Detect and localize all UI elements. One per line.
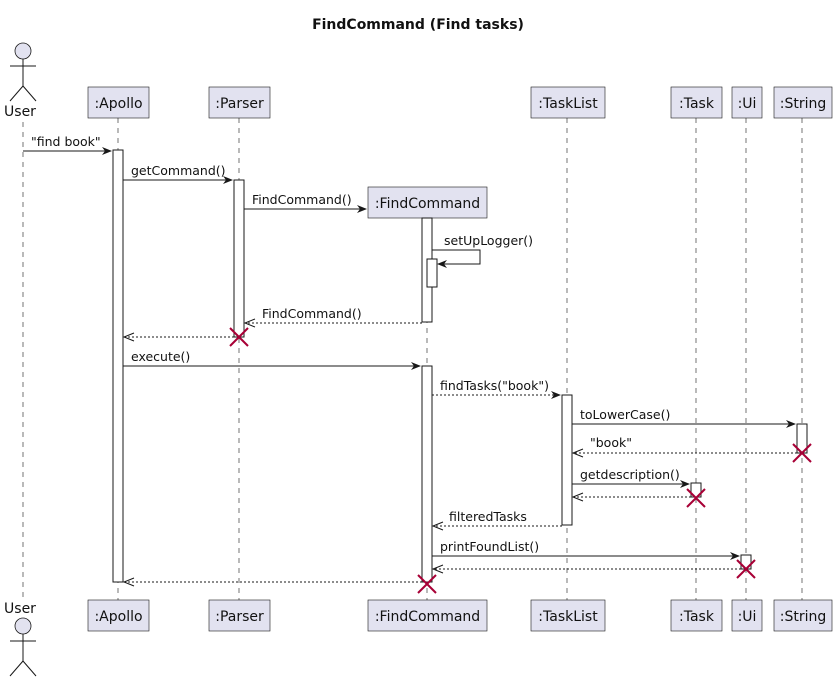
message-label: filteredTasks — [449, 509, 527, 524]
activation-findcommand-2 — [421, 365, 433, 583]
destroy-parser-icon — [229, 327, 249, 347]
arrowhead — [571, 448, 584, 458]
arrowhead — [571, 492, 584, 502]
actor-leg-left — [9, 660, 24, 677]
participant-label-string: :String — [780, 609, 827, 625]
participant-box-apollo — [87, 86, 150, 119]
actor-head — [14, 617, 32, 635]
participant-label-apollo: :Apollo — [94, 96, 142, 112]
actor-leg-right — [22, 660, 37, 677]
actor-leg-right — [22, 85, 37, 102]
arrowhead — [122, 577, 135, 587]
diagram-title: FindCommand (Find tasks) — [312, 17, 524, 33]
message-parser-return — [122, 332, 234, 342]
message-label: execute() — [131, 349, 190, 364]
message-tolowercase: toLowerCase() — [572, 407, 796, 428]
participant-box-findcommand — [367, 599, 488, 632]
actor-head — [14, 42, 32, 60]
message-label: FindCommand() — [262, 306, 362, 321]
arrowhead — [730, 552, 740, 560]
participant-label-apollo: :Apollo — [94, 609, 142, 625]
message-filteredtasks: filteredTasks — [431, 509, 562, 531]
participant-label-parser: :Parser — [215, 96, 264, 112]
participant-box-apollo — [87, 599, 150, 632]
activation-tasklist — [561, 394, 573, 526]
destroy-task-icon — [686, 488, 706, 508]
message-findcommand-create: FindCommand() — [244, 192, 367, 213]
message-getcommand: getCommand() — [123, 163, 233, 184]
participant-box-ui — [731, 599, 763, 632]
participant-label-task: :Task — [679, 96, 715, 112]
actor-user-top: User — [4, 42, 37, 120]
destroy-findcommand-icon — [417, 574, 437, 594]
messages: "find book" getCommand() FindCommand() s… — [23, 134, 797, 587]
participant-box-ui — [731, 86, 763, 119]
participant-box-task — [670, 86, 723, 119]
participant-box-tasklist — [530, 599, 606, 632]
arrowhead — [411, 362, 421, 370]
message-line — [432, 249, 481, 265]
participants-bottom: :Apollo :Parser :FindCommand :TaskList :… — [87, 599, 833, 632]
arrowhead — [431, 564, 444, 574]
message-ui-return — [431, 564, 741, 574]
participant-box-parser — [208, 599, 271, 632]
arrowhead — [431, 521, 444, 531]
message-label: toLowerCase() — [580, 407, 670, 422]
message-execute-return — [122, 577, 422, 587]
arrowhead — [122, 332, 135, 342]
message-getdescription: getdescription() — [572, 467, 690, 488]
message-task-return — [571, 492, 691, 502]
arrowhead — [551, 391, 561, 399]
participant-box-findcommand — [367, 186, 488, 219]
arrowhead — [680, 480, 690, 488]
actor-label-bottom: User — [4, 601, 36, 617]
message-findcommand-return: FindCommand() — [243, 306, 422, 328]
participant-label-tasklist: :TaskList — [538, 96, 598, 112]
activation-apollo — [112, 149, 124, 583]
actor-label-top: User — [4, 104, 36, 120]
participant-box-string — [773, 86, 833, 119]
message-printfoundlist: printFoundList() — [432, 539, 740, 560]
message-label: findTasks("book") — [440, 378, 549, 393]
arrowhead — [437, 260, 447, 268]
activation-parser — [233, 179, 245, 338]
participants-top: :Apollo :Parser :FindCommand :TaskList :… — [87, 86, 833, 219]
participant-label-tasklist: :TaskList — [538, 609, 598, 625]
participant-box-string — [773, 599, 833, 632]
message-setuplogger: setUpLogger() — [432, 233, 533, 268]
message-label: "book" — [590, 435, 632, 450]
participant-label-string: :String — [780, 96, 827, 112]
actor-user-bottom: User — [4, 601, 37, 677]
message-book-return: "book" — [571, 435, 797, 458]
participant-label-findcommand: :FindCommand — [375, 609, 480, 625]
arrowhead — [357, 205, 367, 213]
activation-findcommand-self — [426, 258, 438, 288]
destroy-ui-icon — [736, 559, 756, 579]
arrowhead — [102, 147, 112, 155]
message-label: printFoundList() — [440, 539, 539, 554]
participant-box-tasklist — [530, 86, 606, 119]
participant-label-ui: :Ui — [738, 96, 757, 112]
message-label: setUpLogger() — [444, 233, 533, 248]
message-label: getdescription() — [580, 467, 680, 482]
message-label: getCommand() — [131, 163, 226, 178]
participant-box-parser — [208, 86, 271, 119]
actor-leg-left — [9, 85, 24, 102]
destroy-string-icon — [792, 443, 812, 463]
participant-label-findcommand: :FindCommand — [375, 196, 480, 212]
message-find-book: "find book" — [23, 134, 112, 155]
message-execute: execute() — [123, 349, 421, 370]
destroy-markers — [229, 327, 812, 594]
message-findtasks: findTasks("book") — [432, 378, 561, 399]
arrowhead — [786, 420, 796, 428]
participant-label-task: :Task — [679, 609, 715, 625]
message-label: "find book" — [31, 134, 101, 149]
participant-box-task — [670, 599, 723, 632]
arrowhead — [223, 176, 233, 184]
participant-label-parser: :Parser — [215, 609, 264, 625]
arrowhead — [243, 318, 256, 328]
message-label: FindCommand() — [252, 192, 352, 207]
participant-label-ui: :Ui — [738, 609, 757, 625]
